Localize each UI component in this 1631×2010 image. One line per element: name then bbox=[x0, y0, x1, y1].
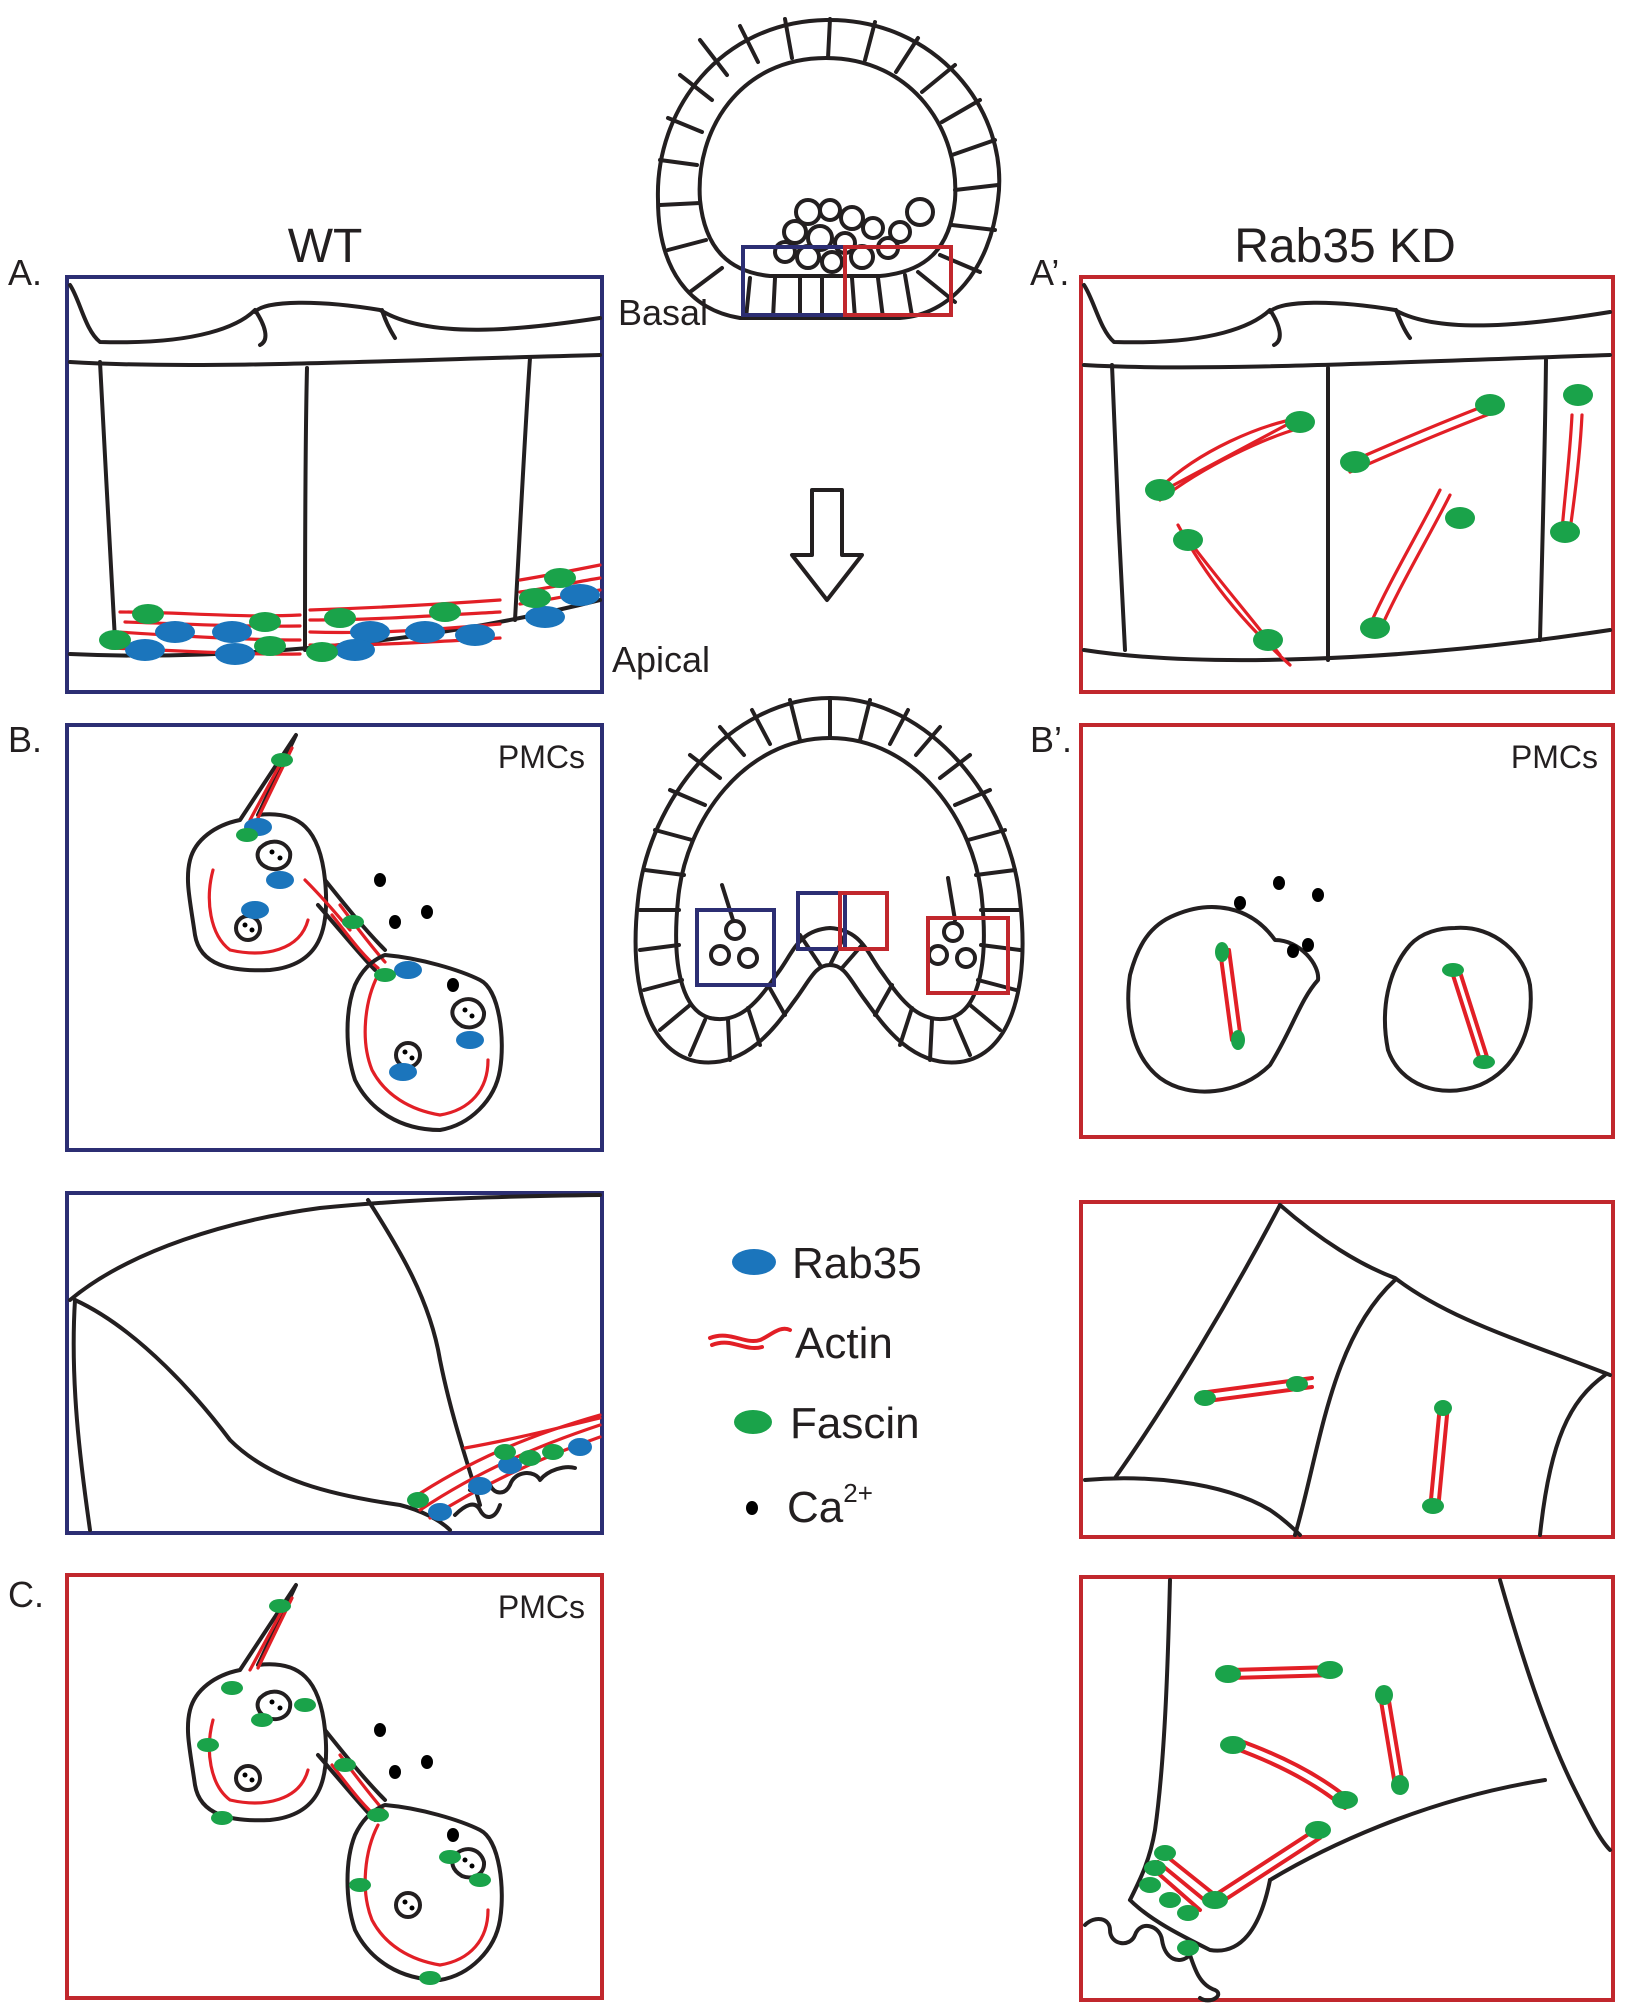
legend-actin: Actin bbox=[708, 1319, 893, 1368]
panel-b-prime-frame bbox=[1079, 723, 1615, 1139]
blastula-pmc-cluster bbox=[773, 197, 935, 274]
panel-label-b: B. bbox=[8, 719, 42, 760]
legend-rab35-swatch-icon bbox=[732, 1249, 776, 1275]
panel-b-rab35 bbox=[241, 818, 484, 1081]
panel-label-c: C. bbox=[8, 1574, 44, 1615]
panel-a-wt-epithelium bbox=[65, 275, 604, 694]
panel-b-prime-fascin bbox=[1215, 942, 1495, 1069]
panel-b-vesicles bbox=[255, 839, 486, 1030]
legend-calcium-label: Ca2+ bbox=[787, 1478, 873, 1532]
legend-rab35: Rab35 bbox=[732, 1239, 922, 1288]
panel-wt-ectoderm-rab35 bbox=[428, 1438, 592, 1521]
calcium-dots-c bbox=[374, 1723, 459, 1842]
legend-calcium-swatch-icon bbox=[746, 1501, 758, 1515]
panel-c-fascin bbox=[197, 1599, 491, 1985]
panel-kd-ectoderm-1 bbox=[1079, 1200, 1615, 1539]
panel-a-prime-kd-epithelium bbox=[1079, 275, 1615, 694]
blastula-diagram bbox=[655, 17, 1002, 320]
panel-kd-ectoderm-1-frame bbox=[1079, 1200, 1615, 1539]
wt-title: WT bbox=[288, 220, 363, 273]
panel-c-frame bbox=[65, 1573, 604, 2000]
gastrula-cell-walls bbox=[638, 696, 1022, 1062]
legend: Rab35 Actin Fascin Ca2+ bbox=[708, 1239, 922, 1532]
panel-b-prime-pmcs-label: PMCs bbox=[1511, 739, 1598, 775]
panel-kd-ectoderm-2-actin bbox=[1150, 1665, 1405, 1912]
legend-fascin: Fascin bbox=[734, 1399, 920, 1448]
legend-actin-label: Actin bbox=[795, 1319, 893, 1368]
gastrula-kd-epithelium-box bbox=[838, 891, 889, 951]
gastrula-kd-pmc-box bbox=[926, 916, 1010, 995]
legend-actin-swatch-icon bbox=[708, 1326, 792, 1344]
panel-wt-ectoderm bbox=[65, 1191, 604, 1535]
calcium-dots-b bbox=[374, 873, 459, 992]
panel-label-a: A. bbox=[8, 252, 42, 293]
calcium-dots-b-prime bbox=[1234, 876, 1324, 958]
panel-wt-ectoderm-fascin bbox=[407, 1444, 564, 1508]
panel-c-pmcs bbox=[65, 1573, 604, 2000]
blastula-cell-walls bbox=[658, 17, 1000, 304]
panel-b-pmcs-label: PMCs bbox=[498, 739, 585, 775]
gastrula-pmc-right bbox=[927, 876, 977, 969]
legend-rab35-label: Rab35 bbox=[792, 1239, 922, 1288]
panel-kd-ectoderm-2-fascin bbox=[1139, 1661, 1409, 1956]
panel-b-prime-kd-pmcs bbox=[1079, 723, 1615, 1139]
legend-calcium: Ca2+ bbox=[746, 1478, 873, 1532]
down-arrow-icon bbox=[790, 488, 864, 602]
panel-a-fascin bbox=[99, 568, 576, 662]
gastrula-diagram bbox=[633, 696, 1025, 1065]
panel-a-prime-fascin bbox=[1145, 384, 1593, 651]
basal-label: Basal bbox=[618, 292, 708, 333]
panel-wt-ectoderm-frame bbox=[65, 1191, 604, 1535]
panel-a-rab35 bbox=[125, 584, 600, 665]
panel-label-b-prime: B’. bbox=[1030, 719, 1072, 760]
legend-fascin-swatch-icon bbox=[734, 1410, 772, 1434]
blastula-vegetal-cells bbox=[744, 273, 914, 320]
panel-c-pmcs-label: PMCs bbox=[498, 1589, 585, 1625]
panel-b-fascin bbox=[236, 753, 396, 982]
blastula-kd-inset-box bbox=[843, 245, 953, 317]
legend-fascin-label: Fascin bbox=[790, 1399, 920, 1448]
panel-label-a-prime: A’. bbox=[1030, 252, 1069, 293]
apical-label: Apical bbox=[612, 639, 710, 680]
panel-kd-ectoderm-2 bbox=[1079, 1575, 1615, 2003]
panel-b-frame bbox=[65, 723, 604, 1152]
panel-b-wt-pmcs bbox=[65, 723, 604, 1152]
gastrula-pmc-left bbox=[709, 883, 759, 969]
rab35-kd-title: Rab35 KD bbox=[1234, 220, 1455, 273]
gastrula-wt-pmc-box bbox=[695, 908, 776, 987]
panel-kd-ectoderm-1-fascin bbox=[1194, 1376, 1452, 1514]
gastrula-wt-epithelium-box bbox=[796, 891, 847, 951]
